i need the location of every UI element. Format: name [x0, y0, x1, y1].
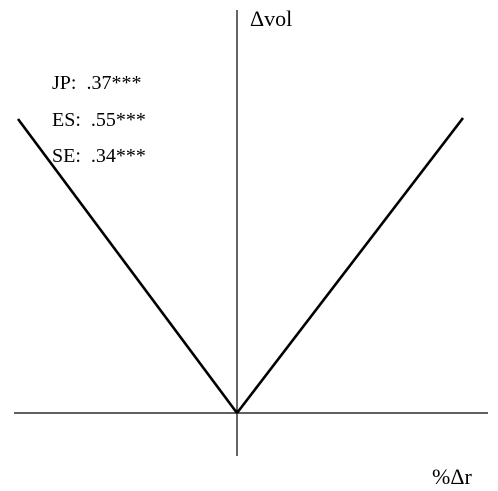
x-axis-label: %Δr	[432, 464, 472, 489]
y-axis-label: Δvol	[250, 6, 292, 31]
left-arm-line	[16, 118, 239, 414]
right-arm-line	[235, 117, 465, 414]
annotation-jp: JP: .37***	[52, 72, 141, 94]
annotation-es: ES: .55***	[52, 109, 146, 131]
annotation-se: SE: .34***	[52, 145, 146, 167]
